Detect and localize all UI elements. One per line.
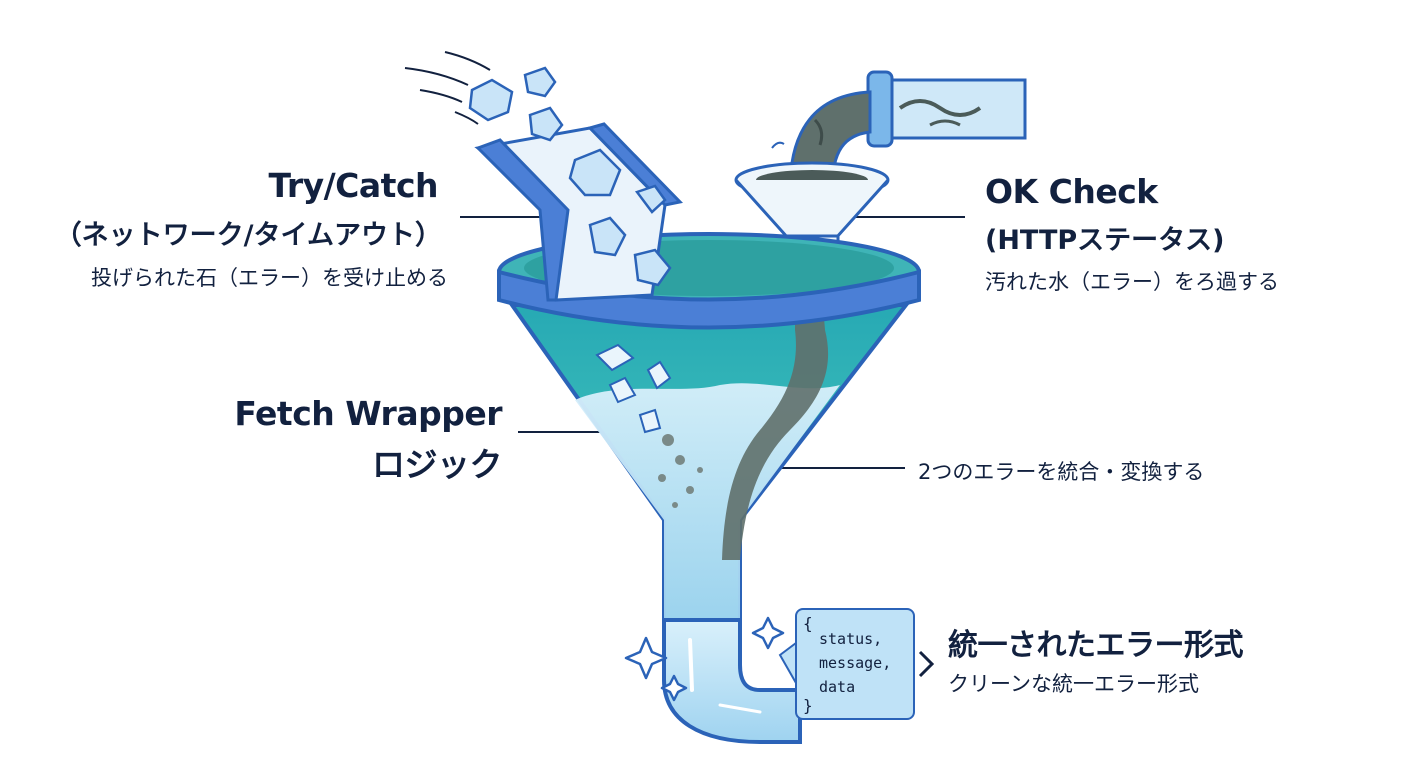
motion-lines — [404, 51, 491, 125]
try-catch-desc: 投げられた石（エラー）を受け止める — [91, 266, 448, 290]
code-open-brace: { — [803, 614, 813, 633]
ok-check-desc: 汚れた水（エラー）をろ過する — [985, 270, 1279, 294]
sparkle-icon — [624, 636, 668, 680]
try-catch-subtitle: （ネットワーク/タイムアウト） — [54, 220, 442, 251]
inlet-pipe — [788, 70, 1027, 192]
falling-stones — [468, 66, 564, 142]
fetch-wrapper-title: Fetch Wrapper — [234, 394, 502, 433]
unified-desc: クリーンな統一エラー形式 — [948, 672, 1199, 696]
try-catch-title: Try/Catch — [268, 166, 438, 205]
chevron-right-icon — [918, 650, 935, 678]
sparkle-icons — [624, 616, 785, 702]
ok-check-title: OK Check — [985, 172, 1158, 211]
outlet-pipe — [662, 618, 802, 744]
fetch-wrapper-subtitle: ロジック — [372, 445, 503, 484]
sparkle-icon — [660, 674, 688, 702]
merge-label: 2つのエラーを統合・変換する — [918, 460, 1205, 484]
code-line-status: status, — [819, 630, 883, 648]
sparkle-icon — [751, 616, 785, 650]
ok-check-subtitle: (HTTPステータス) — [985, 225, 1225, 256]
catch-panel — [474, 122, 684, 302]
code-close-brace: } — [803, 696, 813, 715]
error-format-code-box: { status, message, data } — [795, 608, 915, 720]
code-line-data: data — [819, 678, 856, 696]
code-line-message: message, — [819, 654, 892, 672]
unified-title: 統一されたエラー形式 — [948, 628, 1244, 663]
